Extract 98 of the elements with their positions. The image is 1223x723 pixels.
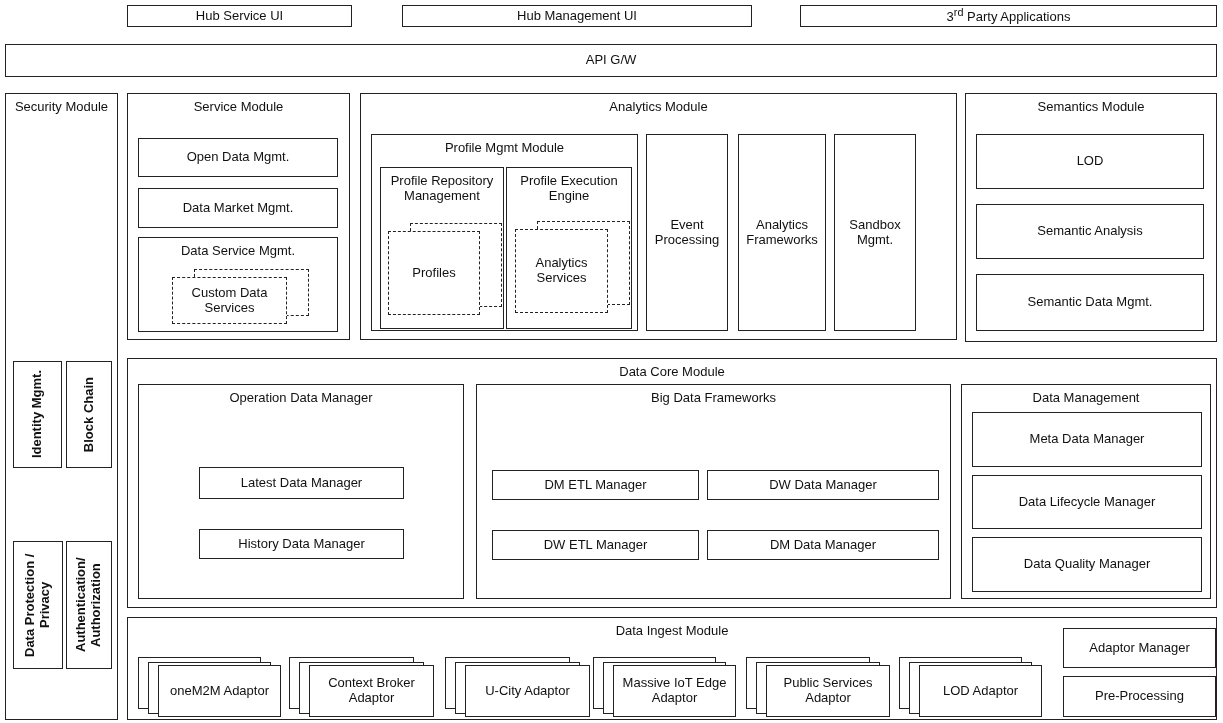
component-label: Authentication/ Authorization (72, 556, 104, 655)
module-title: Data Core Module (618, 365, 726, 380)
dashed-component-box (515, 229, 608, 313)
adaptor-label: Public Services Adaptor (782, 676, 874, 706)
component-label: Open Data Mgmt. (185, 150, 291, 165)
component-box (972, 475, 1202, 529)
module-title: Security Module (13, 100, 110, 115)
security-component-box (66, 541, 112, 669)
component-box (972, 537, 1202, 592)
dashed-component-box (388, 231, 480, 315)
module-panel (5, 93, 118, 720)
component-label: Block Chain (79, 376, 97, 453)
adaptor-label: oneM2M Adaptor (169, 683, 270, 699)
module-panel (360, 93, 957, 340)
adaptor-box (919, 665, 1042, 717)
component-label: Data Market Mgmt. (181, 200, 295, 216)
adaptor-label: U-City Adaptor (484, 683, 571, 699)
component-label: Latest Data Manager (239, 475, 364, 491)
component-box (707, 470, 939, 500)
component-box (402, 5, 752, 27)
module-title: Profile Repository Management (389, 174, 495, 204)
adaptor-box (309, 665, 434, 717)
component-label: DW ETL Manager (542, 537, 649, 553)
component-label: LOD (1075, 154, 1105, 169)
adaptor-label: Context Broker Adaptor (327, 676, 416, 706)
component-box (972, 412, 1202, 467)
component-label: Adaptor Manager (1088, 640, 1191, 656)
module-panel (380, 167, 504, 329)
component-box (199, 529, 404, 559)
component-box (199, 467, 404, 499)
component-label: Hub Management UI (516, 8, 638, 24)
module-title: Data Management (1031, 391, 1141, 406)
component-label: Hub Service UI (194, 8, 285, 24)
module-title: Semantics Module (1036, 100, 1146, 115)
module-panel (127, 93, 350, 340)
adaptor-label: LOD Adaptor (941, 683, 1020, 699)
component-label: DM ETL Manager (543, 477, 648, 493)
component-box (976, 134, 1204, 189)
component-box (127, 5, 352, 27)
module-title: Big Data Frameworks (650, 391, 777, 406)
module-title: Profile Execution Engine (519, 174, 619, 204)
adaptor-box (465, 665, 590, 717)
adaptor-box (613, 665, 736, 717)
module-panel (127, 358, 1217, 608)
component-label: API G/W (584, 53, 638, 68)
component-box (492, 470, 699, 500)
component-label: Event Processing (653, 217, 721, 248)
component-box (976, 274, 1204, 331)
module-panel (371, 134, 638, 331)
module-panel (127, 617, 1217, 720)
component-label: Semantic Data Mgmt. (1026, 295, 1154, 310)
component-box (492, 530, 699, 560)
module-title: Analytics Module (608, 100, 709, 115)
component-box (800, 5, 1217, 27)
module-title: Data Ingest Module (614, 624, 730, 639)
module-panel (961, 384, 1211, 599)
adaptor-box (158, 665, 281, 717)
module-title: Operation Data Manager (228, 391, 374, 406)
module-panel (965, 93, 1217, 342)
component-label: DM Data Manager (768, 537, 878, 553)
module-panel (138, 384, 464, 599)
module-title: Data Service Mgmt. (179, 244, 297, 259)
component-box (5, 44, 1217, 77)
component-label: History Data Manager (237, 536, 366, 552)
module-panel (138, 237, 338, 332)
component-label: Data Protection / Privacy (21, 552, 53, 659)
component-label: Sandbox Mgmt. (848, 217, 902, 248)
component-label: Data Lifecycle Manager (1017, 494, 1157, 510)
module-title: Profile Mgmt Module (443, 141, 566, 156)
module-panel (506, 167, 632, 329)
component-box (138, 138, 338, 177)
adaptor-box (766, 665, 890, 717)
component-box (1063, 628, 1216, 668)
module-panel (476, 384, 951, 599)
adaptor-label: Massive IoT Edge Adaptor (621, 676, 728, 706)
component-box (707, 530, 939, 560)
component-label: 3$^{rd}$ Party Applications (945, 6, 1072, 26)
component-label: Data Quality Manager (1022, 557, 1152, 572)
component-box (646, 134, 728, 331)
component-label: Pre-Processing (1094, 689, 1185, 704)
component-label: Analytics Frameworks (745, 217, 819, 248)
component-box (834, 134, 916, 331)
component-box (1063, 676, 1216, 717)
component-label: DW Data Manager (768, 477, 878, 493)
component-label: Custom Data Services (190, 285, 269, 316)
dashed-component-box (172, 277, 287, 324)
security-component-box (13, 541, 63, 669)
component-label: Profiles (411, 265, 457, 281)
module-title: Service Module (192, 100, 285, 115)
component-box (138, 188, 338, 228)
component-label: Analytics Services (534, 256, 589, 286)
component-label: Identity Mgmt. (28, 370, 46, 459)
component-label: Meta Data Manager (1028, 432, 1146, 447)
security-component-box (13, 361, 62, 468)
component-box (738, 134, 826, 331)
component-label: Semantic Analysis (1036, 224, 1144, 239)
component-box (976, 204, 1204, 259)
security-component-box (66, 361, 112, 468)
